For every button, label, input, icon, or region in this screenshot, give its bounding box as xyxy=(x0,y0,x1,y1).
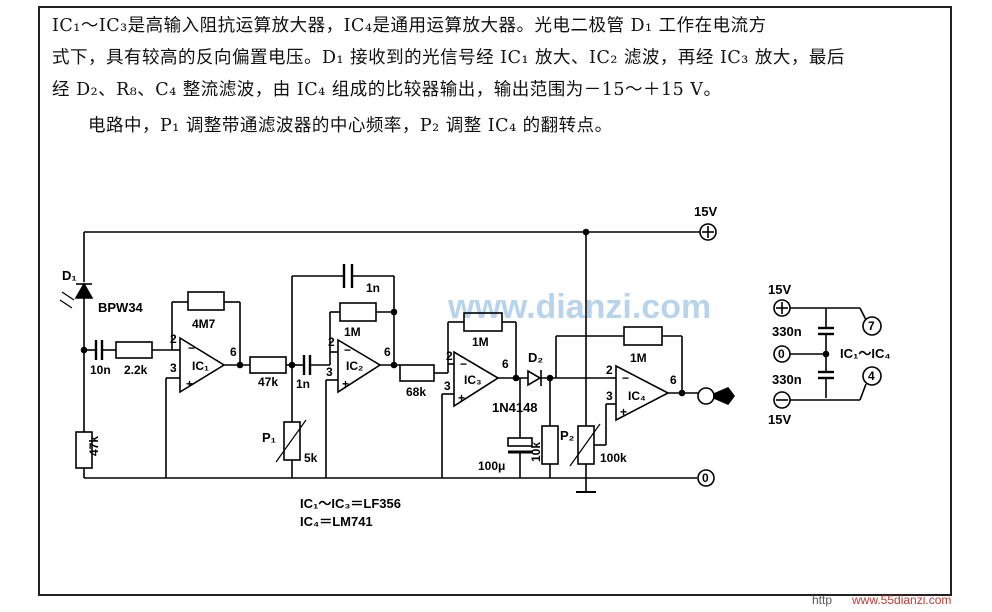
d1-name: D₁ xyxy=(62,268,77,283)
r-1m-ic2-label: 1M xyxy=(344,325,361,339)
c-1n-series-label: 1n xyxy=(296,377,310,391)
svg-text:2: 2 xyxy=(328,335,335,349)
p2-value: 100k xyxy=(600,451,627,465)
svg-text:15V: 15V xyxy=(768,282,791,297)
r-2k2-label: 2.2k xyxy=(124,363,148,377)
c-1n-feedback-label: 1n xyxy=(366,281,380,295)
svg-text:15V: 15V xyxy=(768,412,791,427)
r-10k-label: 10k xyxy=(529,442,543,462)
supply-label: 15V xyxy=(694,204,717,219)
r-68k-label: 68k xyxy=(406,385,426,399)
diode-d2-icon xyxy=(527,369,542,387)
svg-text:0: 0 xyxy=(778,347,785,361)
svg-text:IC₁～IC₄: IC₁～IC₄ xyxy=(840,346,891,361)
d1-part: BPW34 xyxy=(98,300,144,315)
r-47k-series-label: 47k xyxy=(258,375,278,389)
svg-text:330n: 330n xyxy=(772,372,802,387)
svg-text:−: − xyxy=(188,341,195,355)
parts-note-1: IC₁～IC₃＝LF356 xyxy=(300,496,401,511)
resistor-1m-ic2 xyxy=(339,302,377,322)
svg-text:6: 6 xyxy=(670,373,677,387)
svg-text:3: 3 xyxy=(444,379,451,393)
description-line-3: 经 D₂、R₈、C₄ 整流滤波，由 IC₄ 组成的比较器输出，输出范围为－15～… xyxy=(52,80,722,100)
capacitor-100u xyxy=(507,437,533,447)
resistor-4m7 xyxy=(187,291,225,311)
svg-text:6: 6 xyxy=(502,357,509,371)
watermark: www.dianzi.com xyxy=(447,288,711,326)
supply-terminal-icon xyxy=(699,223,717,241)
svg-text:2: 2 xyxy=(446,349,453,363)
ground-terminal-icon xyxy=(697,469,715,487)
c-100u-label: 100μ xyxy=(478,459,505,473)
svg-text:−: − xyxy=(622,371,629,385)
ic2-label: IC₂ xyxy=(346,359,363,373)
r-1m-ic3-label: 1M xyxy=(472,335,489,349)
svg-text:+: + xyxy=(458,391,465,405)
p1-value: 5k xyxy=(304,451,318,465)
footer-prefix: http xyxy=(812,593,833,607)
svg-text:+: + xyxy=(342,377,349,391)
photodiode-d1-icon xyxy=(74,282,94,299)
p2-name: P₂ xyxy=(560,428,575,443)
supply-decoupling-inset: 15V 330n 330n 0 15V 7 4 IC₁～IC₄ xyxy=(768,282,891,427)
potentiometer-p1 xyxy=(283,421,301,461)
output-terminal-icon xyxy=(697,387,715,405)
resistor-68k xyxy=(399,364,435,382)
footer-url[interactable]: www.55dianzi.com xyxy=(852,593,952,607)
d2-name: D₂ xyxy=(528,350,543,365)
potentiometer-p2 xyxy=(577,425,595,465)
svg-text:+: + xyxy=(620,405,627,419)
svg-text:2: 2 xyxy=(606,363,613,377)
c-10n-label: 10n xyxy=(90,363,111,377)
opamp-ic4 xyxy=(615,364,670,422)
d2-part: 1N4148 xyxy=(492,400,538,415)
parts-note-2: IC₄＝LM741 xyxy=(300,514,373,529)
svg-text:3: 3 xyxy=(606,389,613,403)
description-line-4: 电路中，P₁ 调整带通滤波器的中心频率，P₂ 调整 IC₄ 的翻转点。 xyxy=(88,116,613,136)
ic4-label: IC₄ xyxy=(628,389,646,403)
description-line-2: 式下，具有较高的反向偏置电压。D₁ 接收到的光信号经 IC₁ 放大、IC₂ 滤波… xyxy=(52,48,845,68)
ic3-label: IC₃ xyxy=(464,373,482,387)
opamp-ic2 xyxy=(337,338,382,394)
r-1m-ic4-label: 1M xyxy=(630,351,647,365)
ic1-label: IC₁ xyxy=(192,359,209,373)
resistor-2k2 xyxy=(115,341,153,359)
svg-text:330n: 330n xyxy=(772,324,802,339)
svg-text:+: + xyxy=(186,377,193,391)
opamp-ic1 xyxy=(179,336,226,394)
svg-text:7: 7 xyxy=(868,319,875,333)
svg-text:6: 6 xyxy=(384,345,391,359)
description-line-1: IC₁～IC₃是高输入阻抗运算放大器，IC₄是通用运算放大器。光电二极管 D₁ … xyxy=(52,16,767,36)
svg-text:2: 2 xyxy=(170,332,177,346)
ground-label: 0 xyxy=(702,471,709,485)
resistor-1m-ic4 xyxy=(623,326,663,346)
r-4m7-label: 4M7 xyxy=(192,317,216,331)
figure-frame xyxy=(38,6,952,596)
r-47k-input-label: 47k xyxy=(87,436,101,456)
output-arrow-icon xyxy=(713,387,735,405)
p1-name: P₁ xyxy=(262,430,276,445)
svg-text:−: − xyxy=(344,343,351,357)
svg-text:3: 3 xyxy=(170,361,177,375)
resistor-47k-series xyxy=(249,356,287,374)
opamp-ic3 xyxy=(453,350,500,408)
svg-text:4: 4 xyxy=(868,369,875,383)
svg-text:3: 3 xyxy=(326,365,333,379)
svg-text:−: − xyxy=(460,357,467,371)
svg-text:6: 6 xyxy=(230,345,237,359)
resistor-10k xyxy=(541,425,559,465)
